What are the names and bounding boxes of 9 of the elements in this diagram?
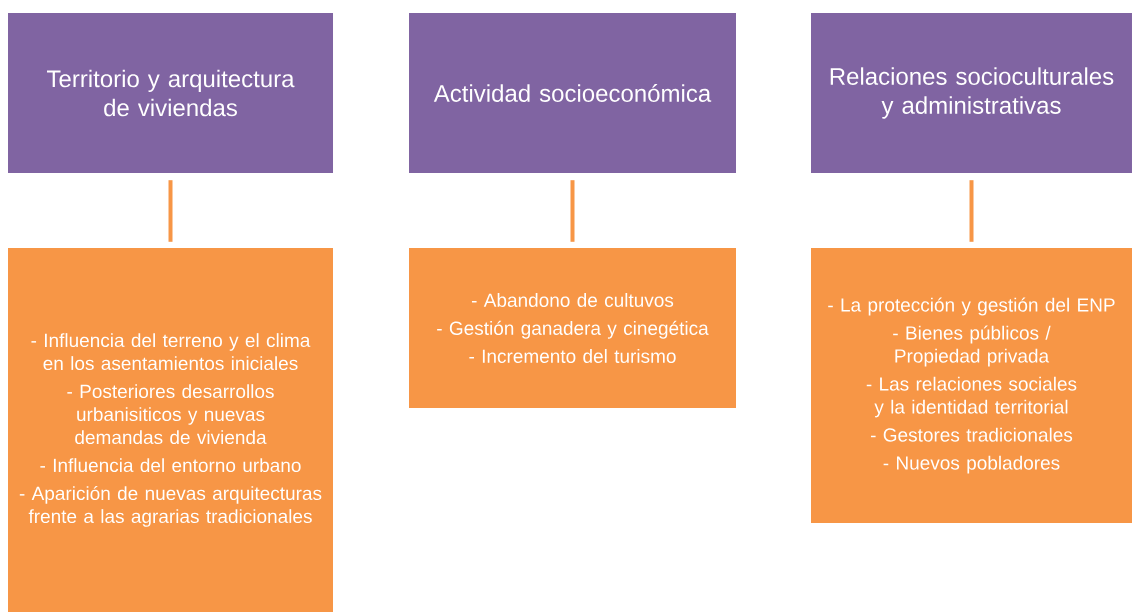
connector-line (570, 180, 575, 242)
item-list-box: - La protección y gestión del ENP - Bienes públicos / Propiedad privada - Las relaciones sociales y la identidad territorial - Gestores tradicionales - Nuevos pobladores (811, 248, 1132, 523)
connector-line (969, 180, 974, 242)
header-box: Territorio y arquitectura de viviendas (8, 13, 333, 173)
item-list-box: - Influencia del terreno y el clima en los asentamientos iniciales - Posteriores desarrollos urbanisiticos y nuevas demandas de vivienda - Influencia del entorno urbano - Aparición de nuevas arquitecturas frente a las agrarias tradicionales (8, 248, 333, 612)
header-box: Relaciones socioculturales y administrativas (811, 13, 1132, 173)
header-box: Actividad socioeconómica (409, 13, 736, 173)
item-list-box: - Abandono de cultuvos - Gestión ganadera y cinegética - Incremento del turismo (409, 248, 736, 408)
connector-line (168, 180, 173, 242)
